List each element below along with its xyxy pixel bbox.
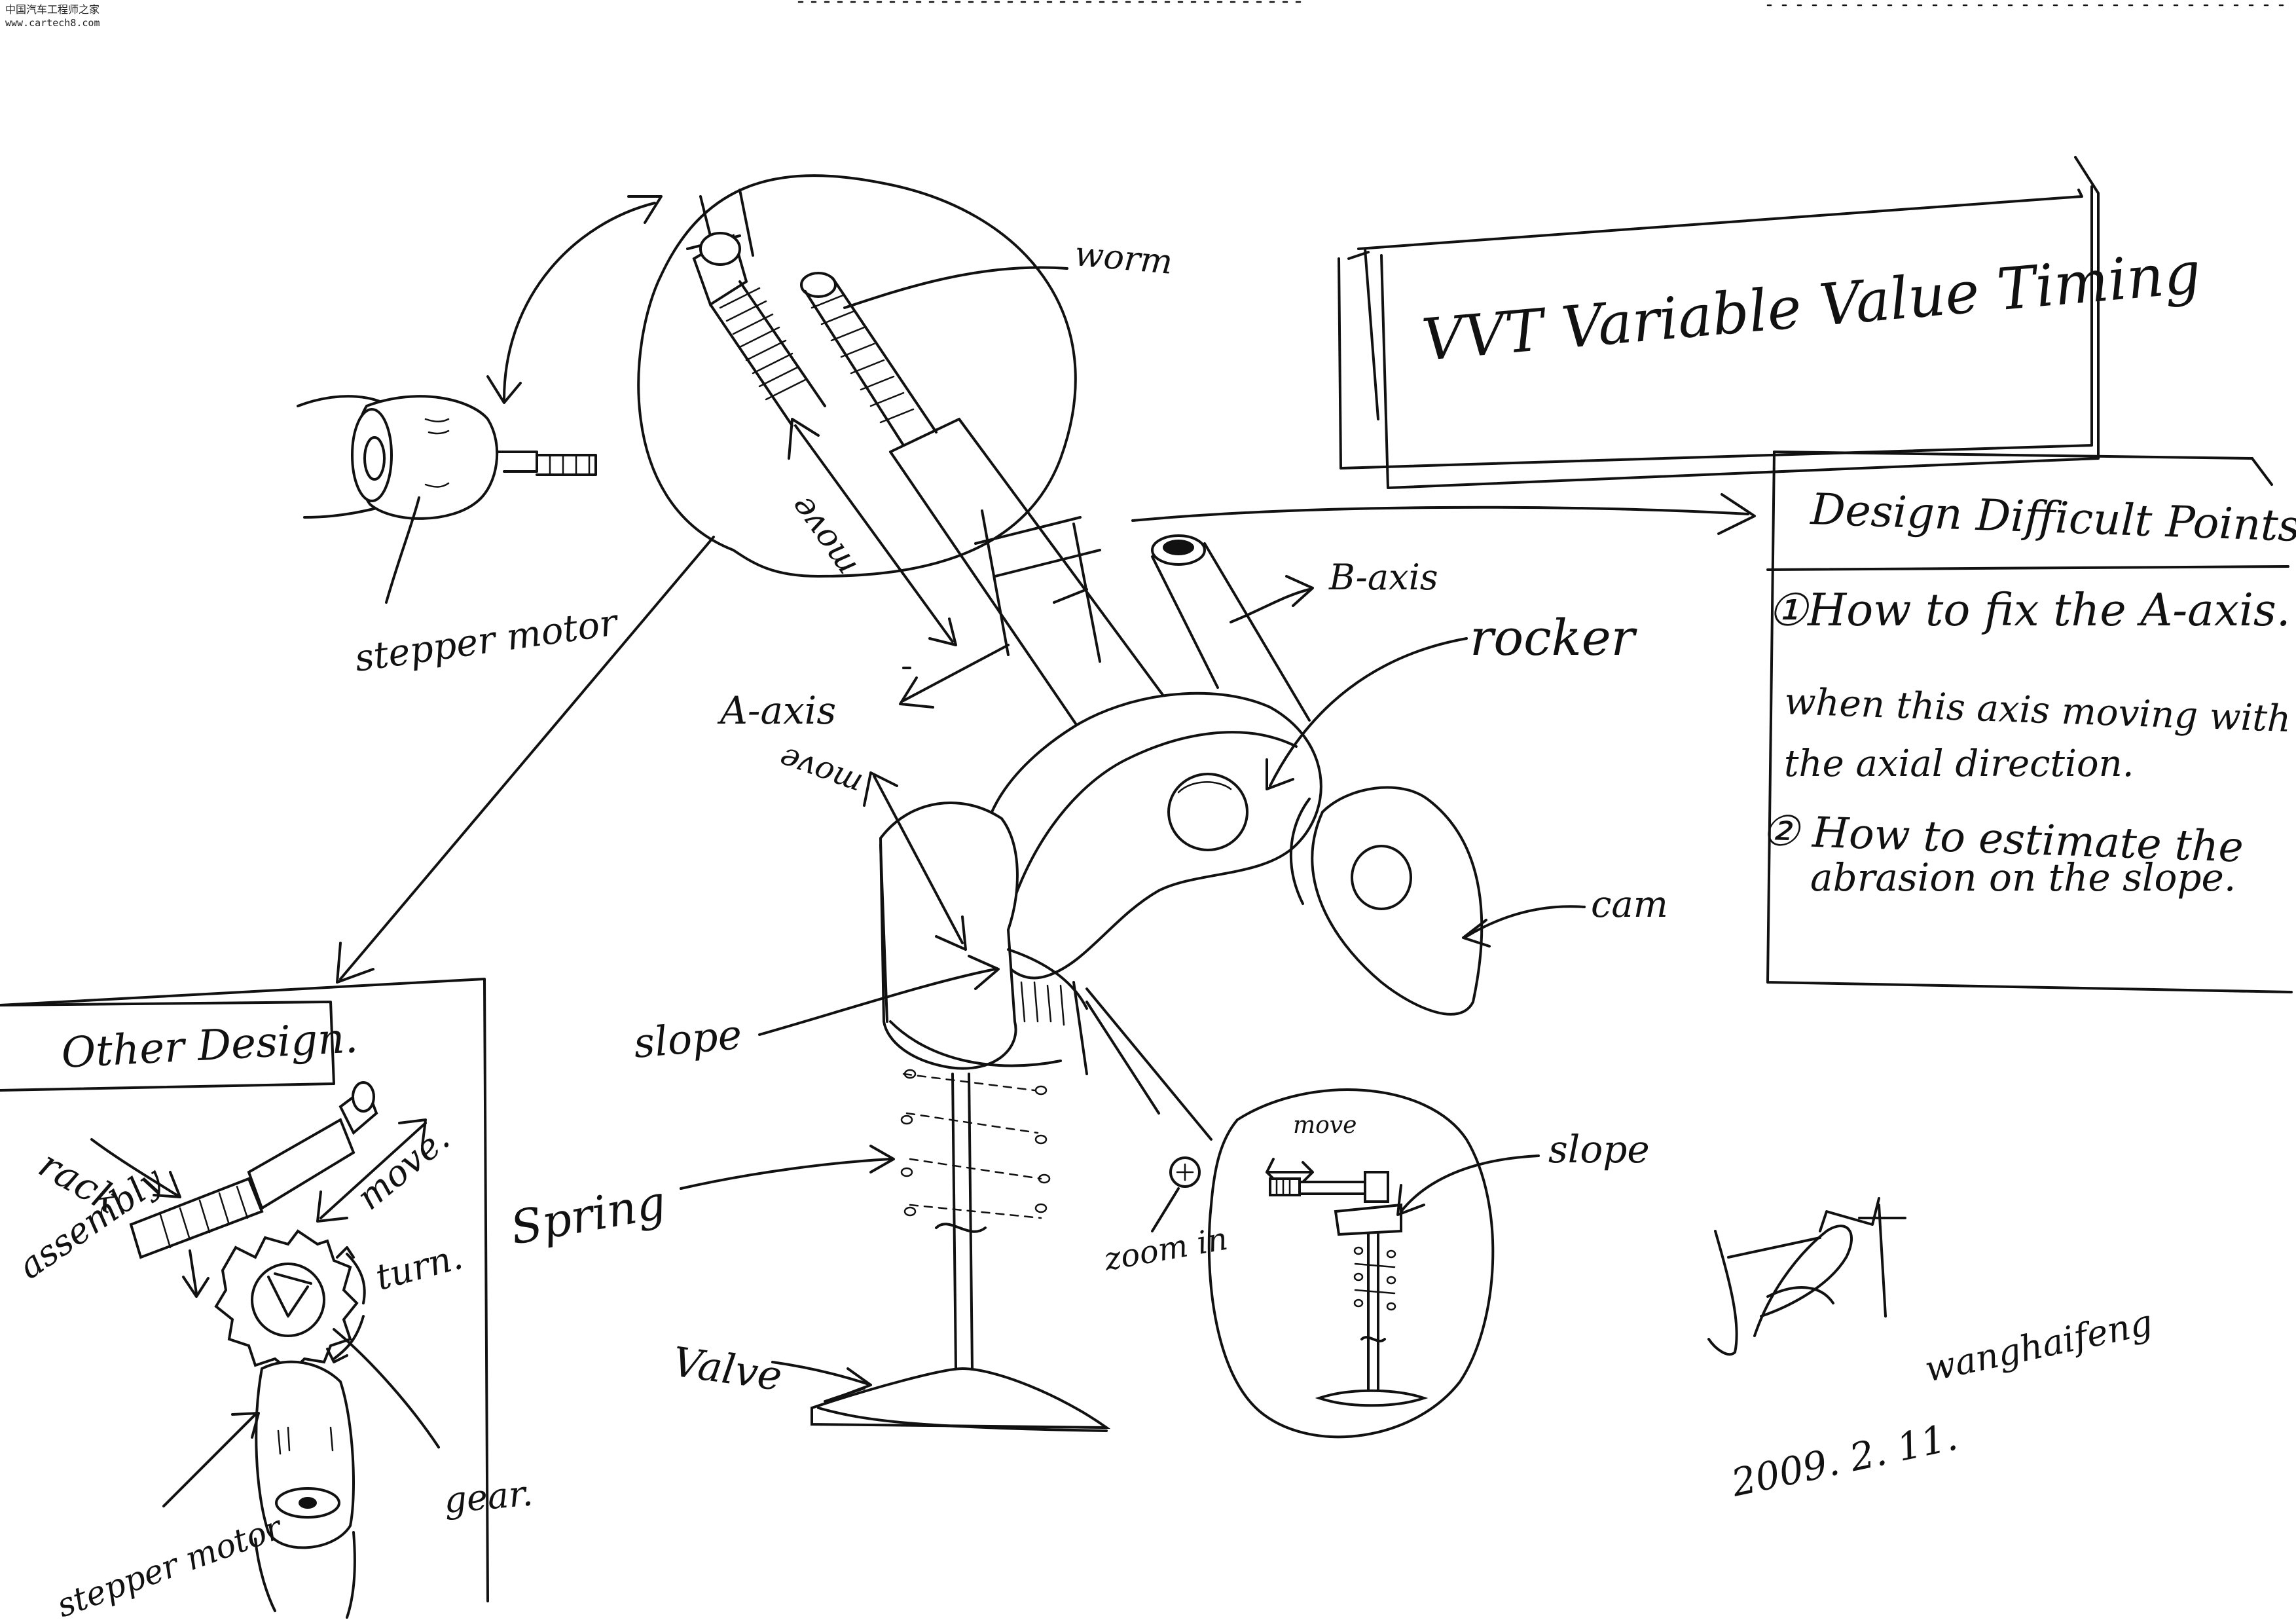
worm-gear-drawing (692, 232, 1173, 741)
cam-drawing (1289, 786, 1484, 1016)
other-design-heading: Other Design. (60, 1014, 359, 1078)
spring-leader (680, 1145, 895, 1190)
valve-leader (771, 1361, 872, 1396)
diagram-title: VVT Variable Value Timing (1419, 238, 2204, 374)
slope-drawing (879, 802, 1212, 1141)
arrow-to-design-points (1131, 493, 1756, 535)
other-stepper-motor-label: stepper motor (52, 1507, 288, 1624)
scan-marks (797, 1, 2293, 7)
valve-label: Valve (670, 1338, 785, 1401)
other-design-box (0, 978, 489, 1602)
worm-zoom-circle (637, 174, 1077, 578)
b-axis-arrow (1230, 575, 1314, 623)
stepper-motor-top-drawing (297, 395, 597, 520)
a-axis-label: A-axis (717, 688, 836, 733)
watermark-line-2: www.cartech8.com (5, 17, 100, 29)
valve-stem-and-spring (900, 1069, 1051, 1370)
signature-scribble (1707, 1197, 1906, 1356)
design-point-1: ①How to fix the A-axis. (1768, 585, 2290, 637)
turn-arrows (326, 1246, 366, 1363)
b-axis-label: B-axis (1328, 557, 1438, 598)
rocker-label: rocker (1470, 608, 1638, 667)
design-points-box (1766, 451, 2293, 993)
other-stepper-motor-leader (162, 1412, 260, 1507)
inset-slope-leader (1396, 1154, 1540, 1216)
stepper-motor-top-label: stepper motor (352, 601, 622, 680)
move-arrow-slope (863, 771, 967, 951)
rack-leader (90, 1138, 181, 1198)
gear-drawing (214, 1229, 359, 1374)
cam-leader (1462, 905, 1586, 948)
assembly-arrow (182, 1249, 210, 1298)
signature-name: wanghaifeng (1922, 1302, 2157, 1390)
rack-move-arrow (316, 1118, 427, 1223)
inset-slope-mechanism (1266, 1158, 1429, 1407)
design-point-2-detail: abrasion on the slope. (1810, 855, 2236, 900)
inset-slope-label: slope (1548, 1127, 1650, 1172)
worm-leader (843, 266, 1068, 309)
other-stepper-motor-drawing (254, 1360, 356, 1619)
turn-label: turn. (371, 1236, 467, 1299)
cam-label: cam (1591, 883, 1668, 926)
zoom-in-icon (1151, 1156, 1201, 1232)
arrow-worm-to-stepper (486, 195, 663, 404)
rack-drawing (129, 1081, 378, 1259)
design-points-heading: Design Difficult Points. (1809, 484, 2296, 552)
worm-label: worm (1073, 234, 1175, 282)
slope-leader (758, 955, 1000, 1036)
slope-label: slope (632, 1010, 744, 1067)
spring-label: Spring (507, 1175, 670, 1255)
rack-move-label: move. (349, 1118, 458, 1218)
stepper-motor-top-leader (385, 496, 420, 604)
move-arrow-rod (788, 418, 957, 646)
move-label-slope: move (774, 739, 867, 803)
gear-label: gear. (443, 1472, 535, 1521)
b-axis-shaft (1151, 534, 1311, 722)
signature-date: 2009. 2. 11. (1727, 1414, 1961, 1505)
inset-move-label: move (1293, 1112, 1357, 1139)
design-point-1-detail-a: when this axis moving with (1784, 680, 2292, 741)
arrow-to-other-design (336, 536, 715, 984)
a-axis-arrow (899, 644, 1010, 709)
inset-slope-circle (1207, 1088, 1495, 1439)
rocker-drawing (981, 692, 1322, 980)
title-box (1338, 156, 2100, 489)
watermark-line-1: 中国汽车工程师之家 (5, 3, 100, 16)
design-point-1-detail-b: the axial direction. (1784, 743, 2134, 785)
gear-leader (333, 1328, 440, 1449)
valve-drawing (811, 1367, 1111, 1432)
rocker-leader (1266, 637, 1468, 790)
